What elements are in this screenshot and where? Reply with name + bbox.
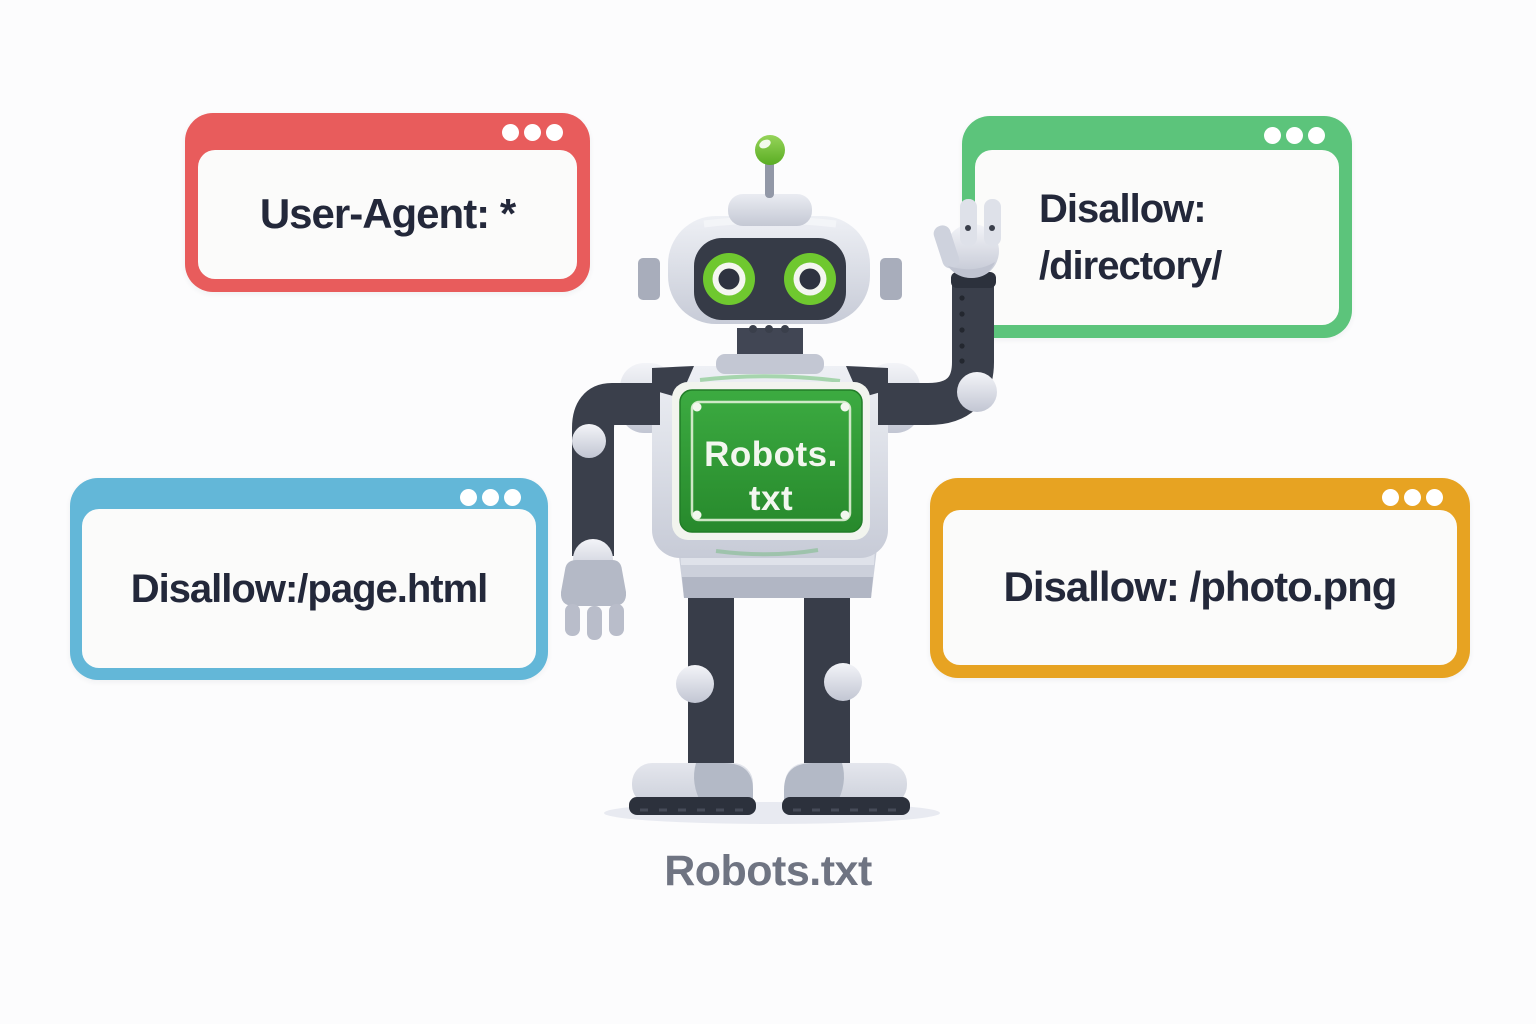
rule-text-page: Disallow:/page.html xyxy=(130,566,489,611)
panel-screw xyxy=(840,402,850,412)
robot-left-arm xyxy=(560,383,660,640)
window-dot xyxy=(1426,489,1443,506)
rule-text-user-agent: User-Agent: * xyxy=(259,190,516,238)
window-dot xyxy=(482,489,499,506)
window-disallow-directory: Disallow: /directory/ xyxy=(962,116,1352,338)
window-controls xyxy=(502,124,563,141)
window-controls xyxy=(1264,127,1325,144)
rule-text-photo: Disallow: /photo.png xyxy=(1003,563,1398,611)
right-eye xyxy=(784,253,836,305)
window-dot xyxy=(546,124,563,141)
robot-legs xyxy=(676,590,862,778)
left-gripper-palm xyxy=(560,560,627,606)
window-body: Disallow: /photo.png xyxy=(943,510,1457,665)
panel-screw xyxy=(692,402,702,412)
gripper-finger xyxy=(565,604,580,636)
robot-feet xyxy=(629,763,910,815)
window-body: User-Agent: * xyxy=(198,150,577,279)
window-controls xyxy=(1382,489,1443,506)
window-dot xyxy=(502,124,519,141)
window-user-agent: User-Agent: * xyxy=(185,113,590,292)
robot-right-arm xyxy=(878,199,1001,425)
chest-panel: Robots. txt xyxy=(672,382,870,540)
left-eye xyxy=(703,253,755,305)
window-dot xyxy=(1382,489,1399,506)
panel-screw xyxy=(840,510,850,520)
right-hand xyxy=(933,199,1001,278)
window-dot xyxy=(1286,127,1303,144)
robot-illustration: Robots. txt xyxy=(560,135,1001,824)
chest-label-line1: Robots. xyxy=(704,435,838,474)
window-dot xyxy=(504,489,521,506)
mouth-dots xyxy=(749,325,789,333)
robot-neck xyxy=(716,328,824,374)
caption-title: Robots.txt xyxy=(664,847,872,895)
rule-text-disallow: Disallow: xyxy=(1039,186,1207,231)
left-ear xyxy=(638,258,660,300)
gripper-finger xyxy=(587,606,602,640)
window-disallow-photo: Disallow: /photo.png xyxy=(930,478,1470,678)
window-disallow-page: Disallow:/page.html xyxy=(70,478,548,680)
window-dot xyxy=(524,124,541,141)
left-knee-joint xyxy=(676,665,714,703)
left-elbow-joint xyxy=(572,424,606,458)
window-body: Disallow: /directory/ xyxy=(975,150,1339,325)
head-cap xyxy=(728,194,812,226)
right-ear xyxy=(880,258,902,300)
window-dot xyxy=(1404,489,1421,506)
chest-label-line2: txt xyxy=(749,479,793,518)
right-knee-joint xyxy=(824,663,862,701)
panel-screw xyxy=(692,510,702,520)
window-dot xyxy=(1308,127,1325,144)
antenna xyxy=(755,135,785,198)
window-dot xyxy=(460,489,477,506)
window-body: Disallow:/page.html xyxy=(82,509,536,668)
window-dot xyxy=(1264,127,1281,144)
window-controls xyxy=(460,489,521,506)
gripper-finger xyxy=(609,604,624,636)
robot-head xyxy=(638,135,902,333)
rule-text-directory: /directory/ xyxy=(1039,243,1222,288)
right-elbow-joint xyxy=(957,372,997,412)
